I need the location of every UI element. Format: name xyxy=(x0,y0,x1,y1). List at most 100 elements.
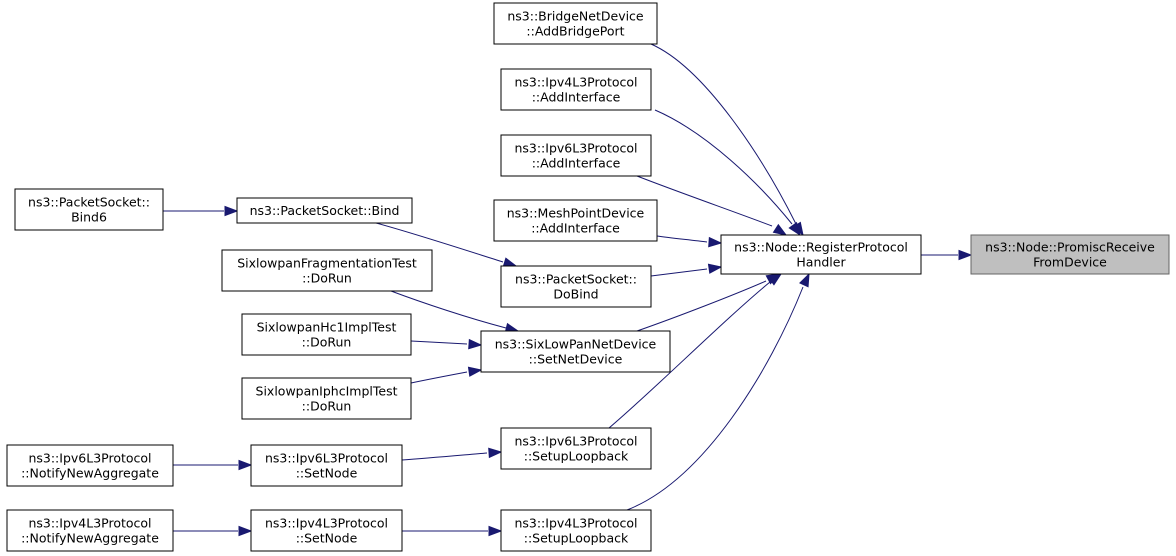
node-ipv6add[interactable]: ns3::Ipv6L3Protocol::AddInterface xyxy=(500,134,652,177)
node-label-line: SixlowpanFragmentationTest xyxy=(237,256,417,271)
node-box xyxy=(241,313,412,356)
edge-line xyxy=(401,452,488,461)
arrow-head-icon xyxy=(708,236,723,248)
arrow-head-icon xyxy=(767,273,783,286)
node-box xyxy=(493,199,658,242)
edge-ipv6loop-to-register xyxy=(608,273,783,429)
node-label-line: ns3::Ipv4L3Protocol xyxy=(514,516,637,531)
edge-ipv6add-to-register xyxy=(636,175,788,236)
node-mesh[interactable]: ns3::MeshPointDevice::AddInterface xyxy=(493,199,658,242)
node-label-line: ::DoRun xyxy=(302,399,352,414)
edge-ipv4setnode-to-ipv4loop xyxy=(402,525,503,537)
node-label-line: Handler xyxy=(796,255,846,270)
node-label-line: ::SetupLoopback xyxy=(524,531,629,546)
node-label-line: ns3::PacketSocket:: xyxy=(515,272,637,287)
edge-line xyxy=(636,175,773,227)
node-box xyxy=(6,444,174,487)
node-box xyxy=(6,509,174,552)
node-hc1test[interactable]: SixlowpanHc1ImplTest::DoRun xyxy=(241,313,412,356)
arrow-head-icon xyxy=(799,272,810,288)
node-label-line: ::AddInterface xyxy=(531,221,620,236)
edge-line xyxy=(375,222,504,263)
node-fragtest[interactable]: SixlowpanFragmentationTest::DoRun xyxy=(221,249,433,292)
node-label-line: ns3::Node::RegisterProtocol xyxy=(734,240,908,255)
node-label-line: ns3::Node::PromiscReceive xyxy=(985,240,1155,255)
node-box xyxy=(250,444,403,487)
node-label-line: FromDevice xyxy=(1033,255,1107,270)
node-box xyxy=(500,134,652,177)
edge-ipv6notify-to-ipv6setnode xyxy=(173,459,253,471)
node-box xyxy=(970,234,1170,275)
node-ipv4add[interactable]: ns3::Ipv4L3Protocol::AddInterface xyxy=(500,68,652,111)
node-iphctest[interactable]: SixlowpanIphcImplTest::DoRun xyxy=(241,377,412,420)
edge-line xyxy=(410,371,468,384)
arrow-head-icon xyxy=(772,223,788,236)
edge-iphctest-to-sixlowpan xyxy=(410,366,483,384)
node-box xyxy=(493,2,658,45)
arrow-head-icon xyxy=(502,257,518,268)
node-label-line: ns3::Ipv4L3Protocol xyxy=(28,516,151,531)
edge-sixlowpan-to-register xyxy=(636,273,781,332)
node-label-line: ::SetupLoopback xyxy=(524,449,629,464)
node-ipv4setnode[interactable]: ns3::Ipv4L3Protocol::SetNode xyxy=(250,509,403,552)
node-label-line: ns3::PacketSocket:: xyxy=(28,195,150,210)
node-ipv6loop[interactable]: ns3::Ipv6L3Protocol::SetupLoopback xyxy=(500,427,652,470)
arrow-head-icon xyxy=(224,205,239,217)
node-label-line: Bind6 xyxy=(71,210,107,225)
edge-line xyxy=(656,235,708,243)
node-dobind[interactable]: ns3::PacketSocket::DoBind xyxy=(500,265,652,308)
arrow-head-icon xyxy=(958,249,973,261)
node-bridge[interactable]: ns3::BridgeNetDevice::AddBridgePort xyxy=(493,2,658,45)
node-label-line: ::DoRun xyxy=(302,335,352,350)
node-label-line: ns3::BridgeNetDevice xyxy=(507,9,644,24)
node-label-line: ns3::Ipv6L3Protocol xyxy=(514,434,637,449)
node-label-line: ::SetNetDevice xyxy=(529,352,623,367)
edge-line xyxy=(650,43,797,225)
node-label-line: ::AddBridgePort xyxy=(526,24,624,39)
edge-line xyxy=(390,290,507,329)
node-sixlowpan[interactable]: ns3::SixLowPanNetDevice::SetNetDevice xyxy=(480,330,671,373)
node-ipv4notify[interactable]: ns3::Ipv4L3Protocol::NotifyNewAggregate xyxy=(6,509,174,552)
edge-hc1test-to-sixlowpan xyxy=(410,338,483,350)
node-box xyxy=(500,509,652,552)
node-box xyxy=(720,234,922,275)
node-label-line: ::SetNode xyxy=(296,531,358,546)
node-ipv6notify[interactable]: ns3::Ipv6L3Protocol::NotifyNewAggregate xyxy=(6,444,174,487)
edge-line xyxy=(654,109,793,225)
node-label-line: ns3::Ipv4L3Protocol xyxy=(514,75,637,90)
node-label-line: ns3::MeshPointDevice xyxy=(507,206,645,221)
node-label-line: ns3::Ipv4L3Protocol xyxy=(265,516,388,531)
node-label-line: DoBind xyxy=(553,287,598,302)
edge-bridge-to-register xyxy=(650,43,804,237)
edge-ipv4loop-to-register xyxy=(626,272,810,511)
node-label-line: ::AddInterface xyxy=(532,90,621,105)
node-ipv6setnode[interactable]: ns3::Ipv6L3Protocol::SetNode xyxy=(250,444,403,487)
arrow-head-icon xyxy=(238,525,253,537)
node-box xyxy=(480,330,671,373)
node-label-line: ns3::Ipv6L3Protocol xyxy=(514,141,637,156)
node-bind[interactable]: ns3::PacketSocket::Bind xyxy=(236,197,413,224)
arrow-head-icon xyxy=(488,447,503,459)
node-label-line: ::NotifyNewAggregate xyxy=(21,531,159,546)
nodes-layer: ns3::Node::PromiscReceiveFromDevicens3::… xyxy=(6,2,1170,552)
arrow-head-icon xyxy=(788,221,801,237)
edge-ipv6setnode-to-ipv6loop xyxy=(401,447,503,461)
edge-ipv4add-to-register xyxy=(654,109,801,237)
node-bind6[interactable]: ns3::PacketSocket::Bind6 xyxy=(14,188,164,231)
edge-fragtest-to-sixlowpan xyxy=(390,290,520,334)
node-box xyxy=(221,249,433,292)
arrow-head-icon xyxy=(467,366,483,377)
edge-register-to-promisc xyxy=(921,249,973,261)
node-box xyxy=(236,197,413,224)
node-ipv4loop[interactable]: ns3::Ipv4L3Protocol::SetupLoopback xyxy=(500,509,652,552)
node-box xyxy=(14,188,164,231)
arrow-head-icon xyxy=(238,459,253,471)
edge-line xyxy=(636,280,767,332)
node-label-line: SixlowpanIphcImplTest xyxy=(256,384,398,399)
edge-line xyxy=(608,281,771,429)
node-label-line: ::DoRun xyxy=(302,271,352,286)
edge-bind6-to-bind xyxy=(163,205,239,217)
